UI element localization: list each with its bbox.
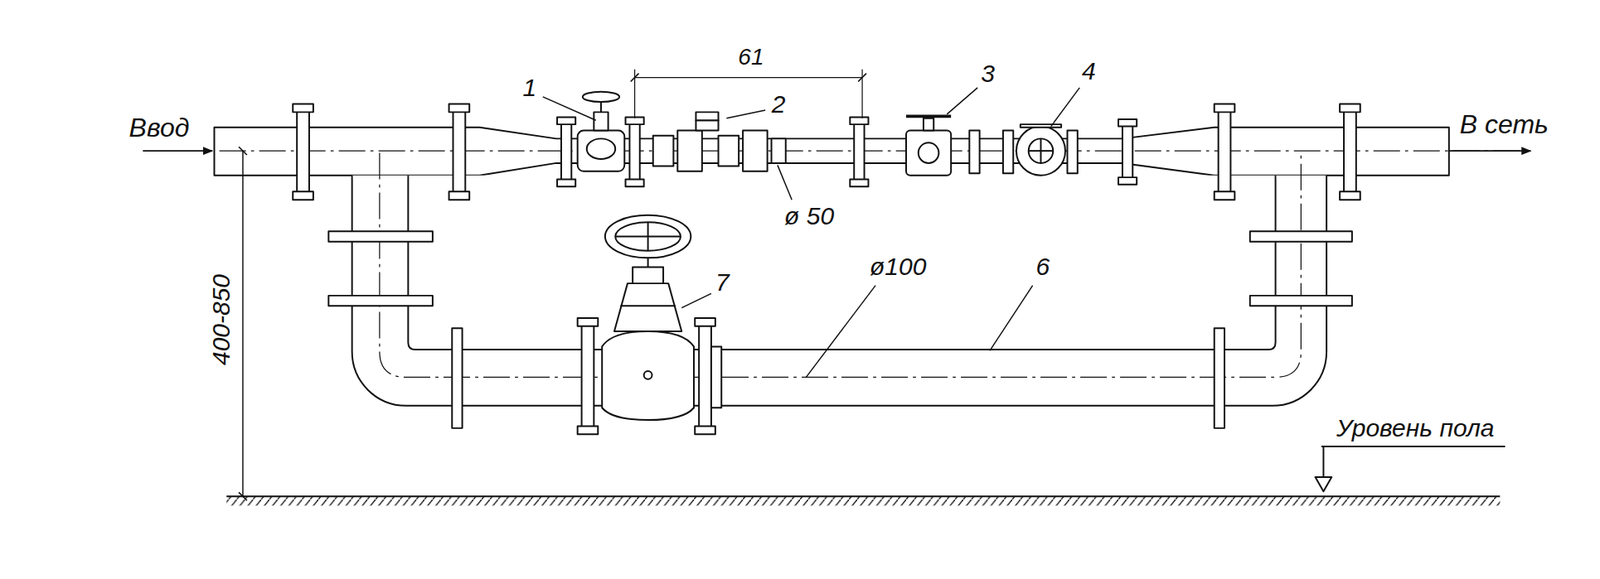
callout-number: ø100 [867,253,928,281]
callout-number: 3 [979,60,997,88]
callout-number: 6 [1034,253,1053,281]
callout-number: ø 50 [782,203,836,230]
dimension-label: 400-850 [208,272,235,368]
dimension-label: 61 [736,44,766,70]
callout-number: 7 [713,269,732,296]
note-label: В сеть [1458,110,1551,139]
note-label: Ввод [127,113,192,142]
callout-number: 1 [520,74,539,102]
note-label: Уровень пола [1334,415,1497,442]
callout-number: 4 [1080,58,1098,85]
callout-number: 2 [770,91,788,118]
